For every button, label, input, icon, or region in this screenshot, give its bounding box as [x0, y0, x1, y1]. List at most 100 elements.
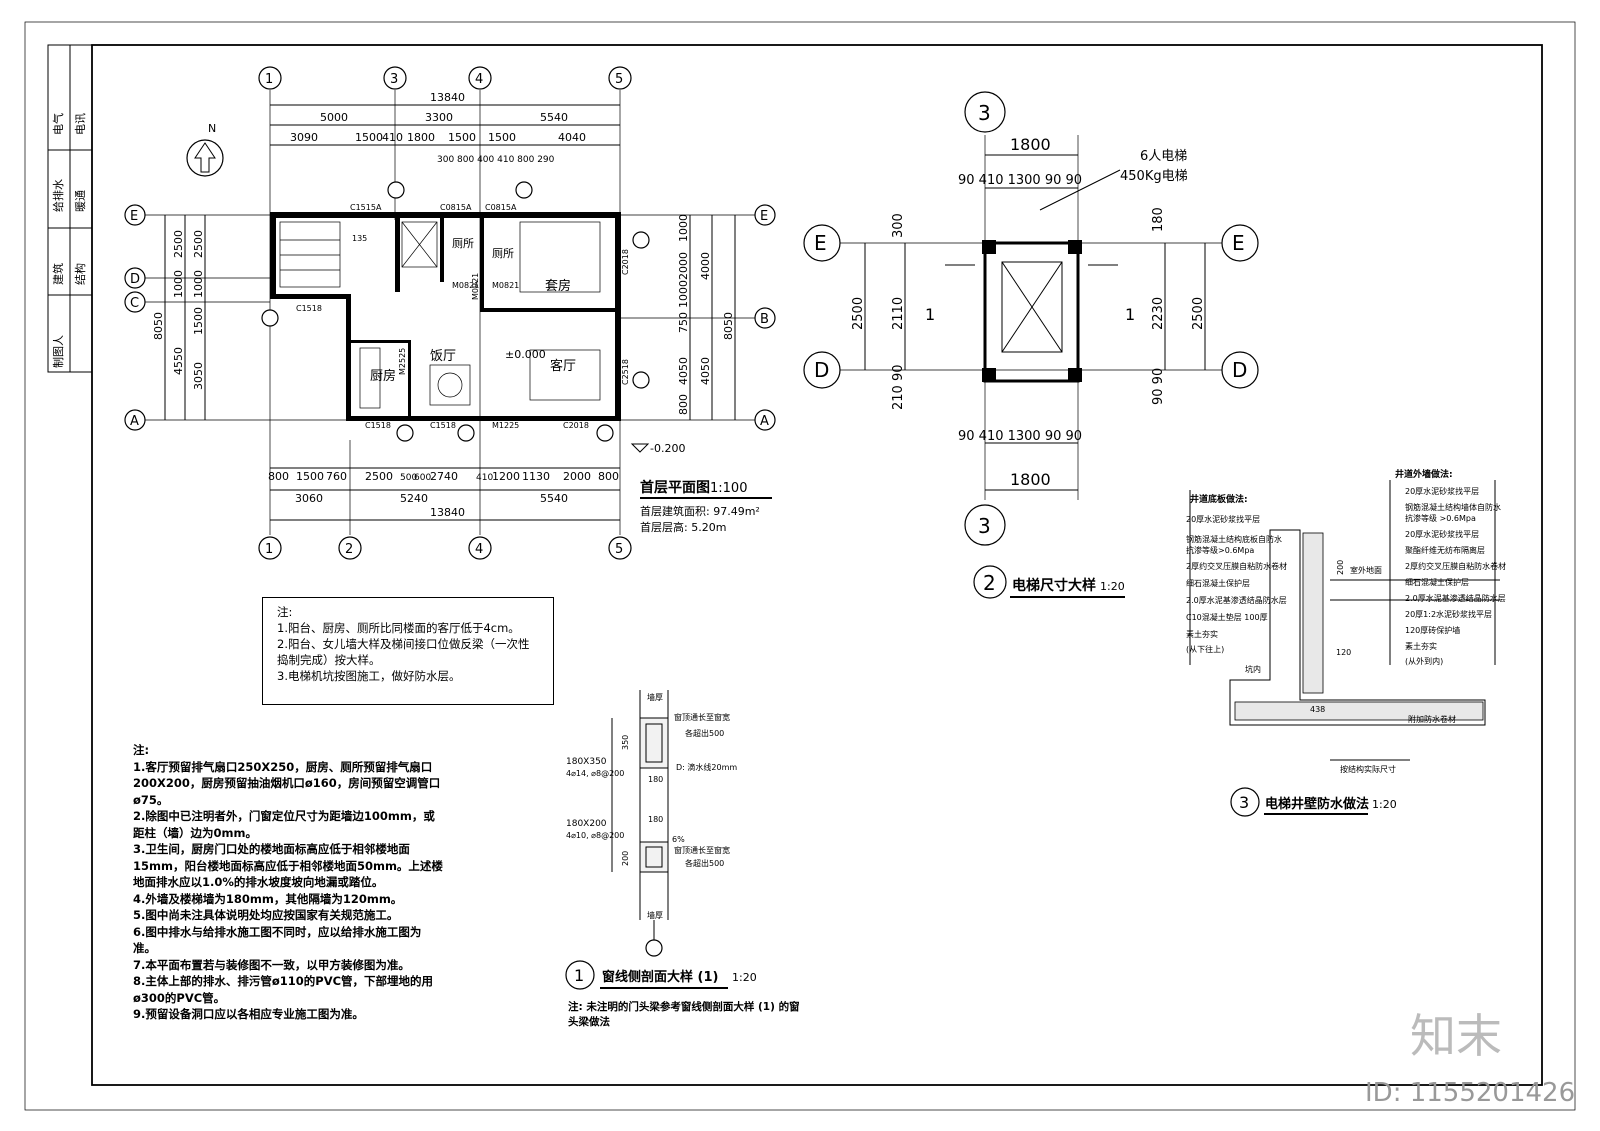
wp-title-bubble: [1230, 787, 1260, 817]
north-arrow: [186, 139, 224, 177]
elev-title-bubble: [973, 565, 1007, 599]
plan-axis-bubbles: [124, 66, 776, 560]
ws-title: 窗线侧剖面大样 (1): [602, 969, 718, 985]
dim-top2-1: 1500: [355, 131, 383, 144]
elev-dim-left-3: 210 90: [891, 365, 906, 411]
drawing-frame: [91, 44, 1543, 1086]
plan-dim-lines: [164, 104, 736, 521]
dim-right1-4: 4050: [677, 357, 690, 385]
tag-135: 135: [352, 234, 367, 243]
tb-telecom: 电讯: [74, 113, 87, 135]
elev-dim-parts-top: 90 410 1300 90 90: [958, 173, 1082, 188]
tag-c0815a-2: C0815A: [485, 203, 517, 212]
elev-axis-bottom: 3: [978, 514, 991, 538]
axis-right-E: E: [760, 209, 768, 224]
dim-top2-6: 4040: [558, 131, 586, 144]
tb-struct: 结构: [73, 263, 87, 285]
elev-dim-width-bottom: 1800: [1010, 470, 1051, 489]
wp-tag-bottom: 按结构实际尺寸: [1340, 764, 1396, 774]
brand-id: ID: 1155201426: [1365, 1078, 1576, 1108]
ws-note-a2: 窗顶通长至窗宽: [674, 845, 730, 855]
dim-right1-5: 800: [677, 394, 690, 415]
elev-title-num: 2: [983, 571, 996, 595]
axis-left-D: D: [130, 272, 140, 287]
dim-bot-3: 2500: [365, 470, 393, 483]
elev-title: 电梯尺寸大样: [1012, 577, 1096, 594]
svg-text:2.0厚水泥基渗透结晶防水层: 2.0厚水泥基渗透结晶防水层: [1405, 593, 1506, 603]
wp-tag-waterproof: 附加防水卷材: [1408, 714, 1456, 724]
dim-bot-9: 1130: [522, 470, 550, 483]
tb-elec: 电气: [51, 113, 65, 135]
level-outside: -0.200: [650, 442, 685, 455]
elev-axis-left-E: E: [814, 231, 827, 255]
dim-right-total: 8050: [722, 312, 735, 340]
ws-beam1: 180X350: [566, 757, 607, 767]
tb-hvac: 暖通: [74, 190, 87, 212]
wp-tag-pit: 坑内: [1245, 664, 1261, 674]
elev-dim-left-0: 300: [891, 213, 906, 238]
elev-label-1: 6人电梯: [1140, 149, 1187, 164]
axis-bottom-4: 4: [475, 542, 483, 557]
elev-dim-right-0: 180: [1151, 207, 1166, 232]
general-note-6: 6.图中排水与给排水施工图不同时，应以给排水施工图为准。: [133, 924, 422, 956]
svg-text:20厚水泥砂浆找平层: 20厚水泥砂浆找平层: [1405, 529, 1479, 539]
svg-text:钢筋混凝土结构底板自防水: 钢筋混凝土结构底板自防水: [1186, 534, 1282, 544]
north-label: N: [208, 122, 216, 135]
dim-bot-11: 800: [598, 470, 619, 483]
ws-dim-180: 180: [648, 775, 663, 784]
ws-wall-bottom: 墙厚: [647, 910, 663, 920]
elev-dim-right-2: 2500: [1191, 297, 1206, 330]
notes-box-item-2: 2.阳台、女儿墙大样及梯间接口位做反梁（一次性捣制完成）按大样。: [277, 637, 530, 667]
dim-left2-2: 4550: [172, 347, 185, 375]
room-wc-1: 厕所: [452, 237, 474, 250]
tb-plumbing: 给排水: [51, 179, 65, 212]
svg-text:素土夯实: 素土夯实: [1186, 629, 1218, 639]
dim-top-5000: 5000: [320, 111, 348, 124]
svg-text:细石混凝土保护层: 细石混凝土保护层: [1186, 578, 1250, 588]
dim-bot-10: 2000: [563, 470, 591, 483]
dim-left1-0: 2500: [192, 230, 205, 258]
wp-tag-outdoor: 室外地面: [1350, 565, 1382, 575]
svg-text:C10混凝土垫层 100厚: C10混凝土垫层 100厚: [1186, 612, 1268, 622]
plan-walls: [270, 212, 621, 421]
elev-axis-right-E: E: [1232, 231, 1245, 255]
axis-top-5: 5: [615, 72, 623, 87]
plan-section-markers: [261, 181, 650, 442]
svg-text:2厚约交叉压膜自粘防水卷材: 2厚约交叉压膜自粘防水卷材: [1186, 561, 1287, 571]
notes-box-item-3: 3.电梯机坑按图施工，做好防水层。: [277, 669, 461, 683]
elev-dim-left-1: 2110: [891, 297, 906, 330]
dim-right2-0: 4000: [699, 252, 712, 280]
tag-c1518-2: C1518: [365, 421, 391, 430]
dim-bot-8: 1200: [492, 470, 520, 483]
axis-right-B: B: [760, 312, 769, 327]
plan-area: 首层建筑面积: 97.49m²: [640, 504, 760, 518]
dim-bot2-1: 5240: [400, 492, 428, 505]
elevator-shaft: [945, 169, 1121, 383]
dim-top2-0: 3090: [290, 131, 318, 144]
dim-left1-3: 3050: [192, 362, 205, 390]
elev-dim-right-1: 2230: [1151, 297, 1166, 330]
wp-title: 电梯井壁防水做法: [1265, 796, 1369, 812]
room-suite: 套房: [545, 278, 571, 294]
tag-m0921: M0921: [471, 273, 480, 300]
plan-tags: C1515A C0815A C0815A C1518 C1518 C1518 M…: [296, 203, 630, 430]
wp-head-left: 井道底板做法:: [1190, 493, 1248, 505]
dim-bot-total: 13840: [430, 506, 465, 519]
dim-left-total: 8050: [152, 312, 165, 340]
brand-logo: 知末: [1410, 1009, 1502, 1063]
ws-note-b1: 各超出500: [685, 728, 724, 738]
dim-top3: 300 800 400 410 800 290: [437, 155, 555, 165]
plan-scale: 1:100: [710, 481, 747, 496]
general-note-7: 7.本平面布置若与装修图不一致，以甲方装修图为准。: [133, 957, 410, 972]
notes-box-item-1: 1.阳台、厨房、厕所比同楼面的客厅低于4cm。: [277, 621, 520, 635]
svg-text:素土夯实: 素土夯实: [1405, 641, 1437, 651]
dim-top2-5: 1500: [488, 131, 516, 144]
wp-dim-200: 200: [1336, 560, 1345, 575]
wp-right-layers: 20厚水泥砂浆找平层 钢筋混凝土结构墙体自防水 抗渗等级 >0.6Mpa 20厚…: [1405, 486, 1506, 666]
waterproof-drawing: [1189, 480, 1500, 761]
dim-bot-1: 1500: [296, 470, 324, 483]
general-note-2: 2.除图中已注明者外，门窗定位尺寸为距墙边100mm，或距柱（墙）边为0mm。: [133, 809, 435, 840]
svg-text:细石混凝土保护层: 细石混凝土保护层: [1405, 577, 1469, 587]
axis-bottom-1: 1: [265, 542, 273, 557]
